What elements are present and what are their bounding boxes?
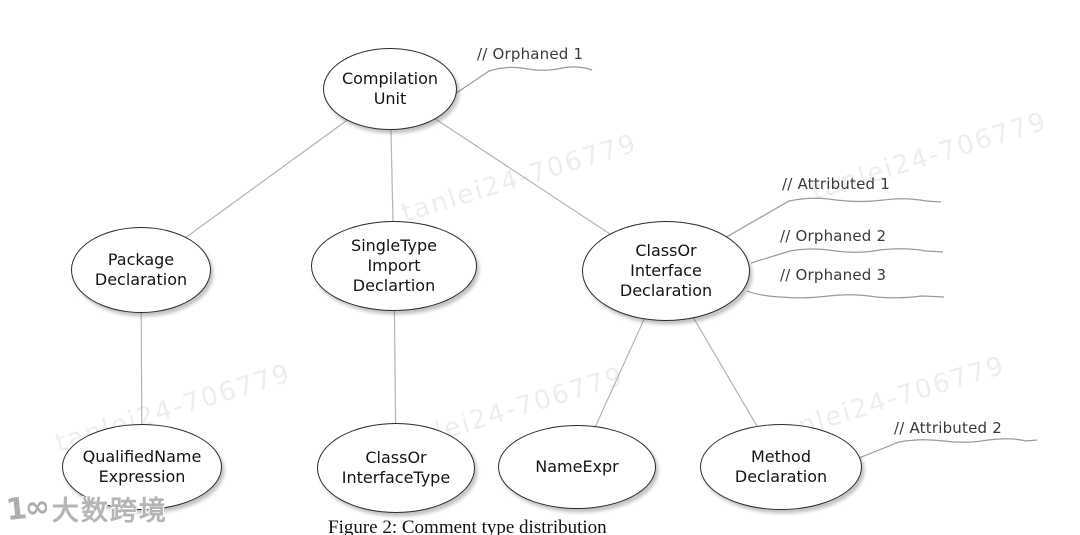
annotation-attributed-1: // Attributed 1 bbox=[782, 175, 890, 193]
annotation-orphaned-3: // Orphaned 3 bbox=[780, 266, 887, 284]
node-label-line: NameExpr bbox=[535, 457, 619, 476]
node-label-line: Declaration bbox=[619, 281, 713, 300]
node-label-line: Expression bbox=[98, 467, 186, 486]
callout-attributed-1 bbox=[722, 197, 942, 240]
node-package-declaration: Package Declaration bbox=[71, 227, 211, 313]
callout-orphaned-2 bbox=[750, 248, 944, 264]
node-label-line: Import bbox=[367, 256, 421, 275]
annotation-orphaned-2: // Orphaned 2 bbox=[780, 227, 887, 245]
node-label-line: Declaration bbox=[94, 270, 188, 289]
annotation-attributed-2: // Attributed 2 bbox=[894, 419, 1002, 437]
node-compilation-unit: Compilation Unit bbox=[323, 48, 457, 130]
node-label-line: ClassOr bbox=[635, 241, 697, 260]
node-label-line: Compilation bbox=[341, 69, 439, 88]
node-method-declaration: Method Declaration bbox=[700, 424, 862, 510]
node-label-line: Interface bbox=[630, 261, 702, 280]
node-label-line: Declaration bbox=[734, 467, 828, 486]
node-classor-interface-declaration: ClassOr Interface Declaration bbox=[582, 221, 750, 321]
callout-attributed-2 bbox=[848, 438, 1038, 463]
callout-orphaned-1 bbox=[439, 66, 593, 105]
node-label-line: Unit bbox=[373, 89, 407, 108]
annotation-orphaned-1: // Orphaned 1 bbox=[477, 45, 584, 63]
node-classor-interfacetype: ClassOr InterfaceType bbox=[317, 423, 475, 513]
node-label-line: InterfaceType bbox=[341, 468, 451, 487]
logo-icon: 1∞ bbox=[4, 488, 50, 529]
logo-text: 大数跨境 bbox=[51, 496, 168, 527]
node-label-line: Method bbox=[750, 447, 811, 466]
node-singletype-import-declartion: SingleType Import Declartion bbox=[311, 221, 477, 311]
node-label-line: Declartion bbox=[352, 276, 436, 295]
node-label-line: ClassOr bbox=[365, 448, 427, 467]
watermark-logo: 1∞ 大数跨境 bbox=[4, 488, 168, 529]
node-label-line: SingleType bbox=[351, 236, 437, 255]
figure-caption: Figure 2: Comment type distribution bbox=[328, 517, 607, 535]
node-label-line: Package bbox=[107, 250, 175, 269]
node-label-line: QualifiedName bbox=[82, 447, 202, 466]
node-nameexpr: NameExpr bbox=[498, 425, 656, 509]
node-qualifiedname-expression: QualifiedName Expression bbox=[62, 424, 222, 510]
callout-orphaned-3 bbox=[746, 290, 945, 299]
callout-lines bbox=[439, 66, 1038, 463]
